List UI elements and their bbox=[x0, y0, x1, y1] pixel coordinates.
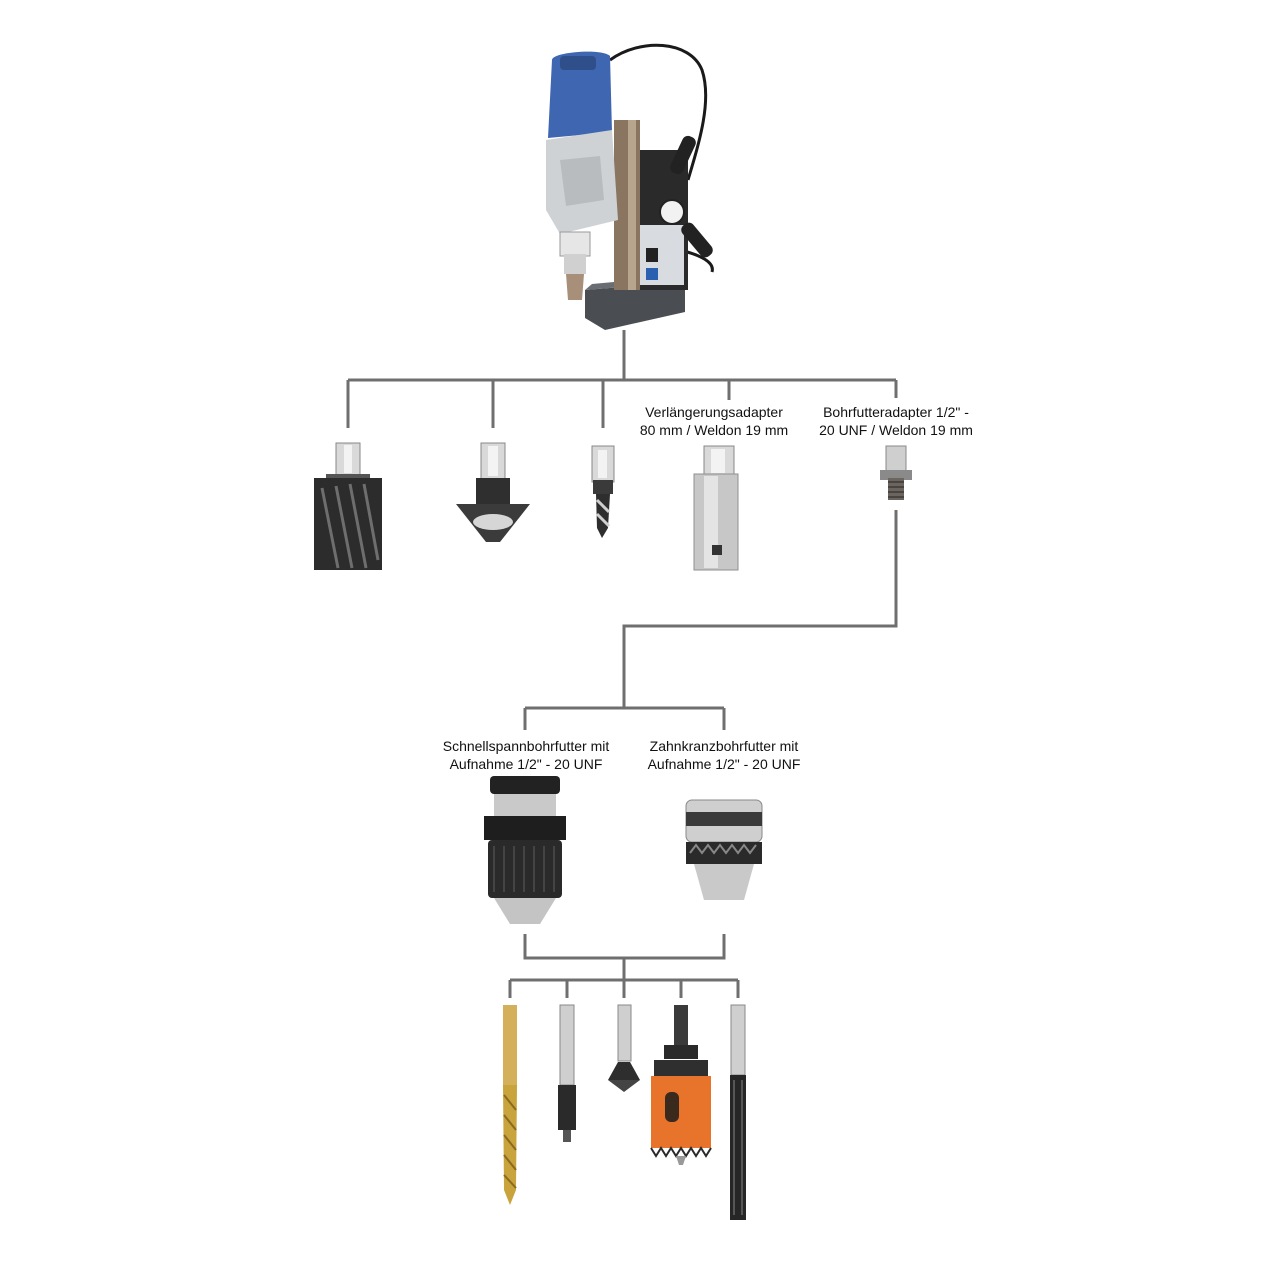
hole-saw-icon bbox=[650, 1005, 712, 1165]
extension-adapter-label-line2: 80 mm / Weldon 19 mm bbox=[639, 422, 789, 438]
magnetic-drill-icon bbox=[546, 43, 714, 330]
reamer-icon bbox=[730, 1004, 746, 1220]
countersink-bit-icon bbox=[608, 1004, 640, 1092]
chuck-adapter-label-line1: Bohrfutteradapter 1/2" - bbox=[823, 404, 969, 420]
keyless-chuck-icon bbox=[484, 776, 566, 924]
geared-chuck-label-line1: Zahnkranzbohrfutter mit bbox=[649, 738, 799, 754]
keyless-chuck-label-line2: Aufnahme 1/2" - 20 UNF bbox=[449, 756, 603, 772]
counterbore-icon bbox=[558, 1004, 576, 1142]
chuck-adapter-label: Bohrfutteradapter 1/2" - 20 UNF / Weldon… bbox=[819, 403, 973, 439]
countersink-weldon-icon bbox=[456, 442, 530, 542]
chuck-adapter-icon bbox=[880, 445, 912, 500]
annular-cutter-icon bbox=[314, 442, 382, 570]
geared-chuck-label-line2: Aufnahme 1/2" - 20 UNF bbox=[647, 756, 801, 772]
keyless-chuck-label: Schnellspannbohrfutter mit Aufnahme 1/2"… bbox=[443, 737, 610, 773]
connector-lines bbox=[346, 330, 898, 998]
twist-drill-weldon-icon bbox=[591, 445, 615, 538]
geared-chuck-label: Zahnkranzbohrfutter mit Aufnahme 1/2" - … bbox=[648, 737, 801, 773]
geared-chuck-icon bbox=[685, 799, 763, 900]
extension-adapter-label-line1: Verlängerungsadapter bbox=[645, 404, 783, 420]
extension-adapter-label: Verlängerungsadapter 80 mm / Weldon 19 m… bbox=[640, 403, 788, 439]
chuck-adapter-label-line2: 20 UNF / Weldon 19 mm bbox=[819, 422, 973, 438]
extension-adapter-icon bbox=[693, 445, 739, 571]
hss-twist-drill-icon bbox=[503, 1005, 517, 1205]
keyless-chuck-label-line1: Schnellspannbohrfutter mit bbox=[442, 738, 610, 754]
